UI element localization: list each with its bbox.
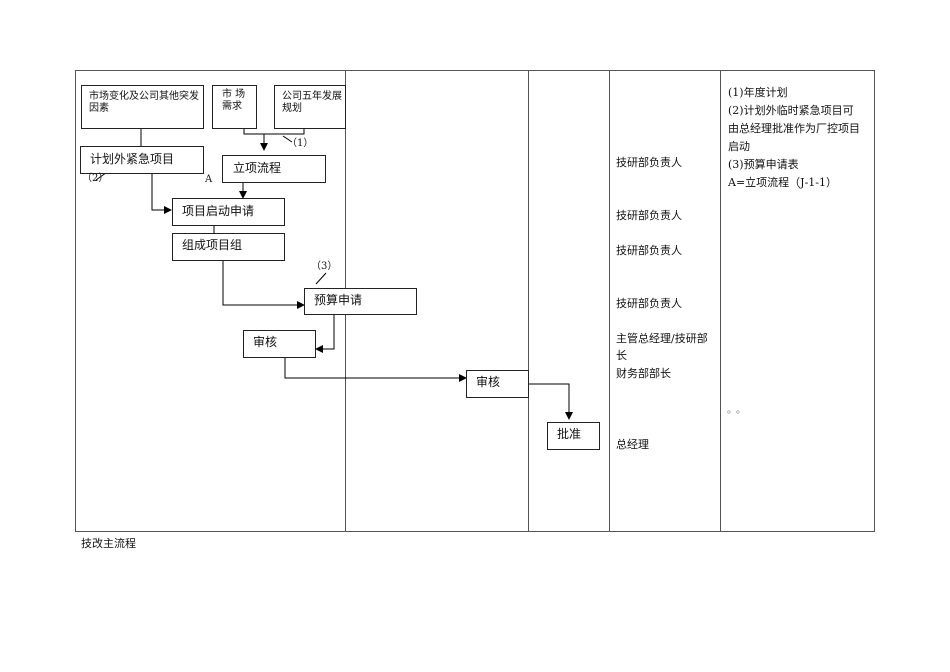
five-year-plan-box: 公司五年发展规划	[274, 85, 346, 129]
diagram-caption: 技改主流程	[81, 537, 136, 550]
review-label-2: 审核	[476, 375, 501, 389]
note-line-1: (1)年度计划	[728, 86, 788, 99]
role-5: 主管总经理/技研部长	[616, 332, 708, 362]
notes-block: (1)年度计划 (2)计划外临时紧急项目可 由总经理批准作为厂控项目 启动 (3…	[728, 84, 873, 192]
budget-apply-label: 预算申请	[314, 293, 363, 307]
role-4: 技研部负责人	[616, 297, 682, 310]
project-start-apply-label: 项目启动申请	[182, 204, 255, 218]
role-1: 技研部负责人	[616, 156, 682, 169]
market-demand-box: 市 场 需求	[212, 85, 257, 129]
approve-label: 批准	[557, 427, 582, 441]
marker-1: （1）	[287, 138, 314, 149]
form-project-team-label: 组成项目组	[182, 238, 243, 252]
approve-box: 批准	[547, 422, 600, 450]
note-line-2: (2)计划外临时紧急项目可	[728, 104, 854, 117]
market-change-box: 市场变化及公司其他突发因素	[81, 85, 204, 129]
budget-apply-box: 预算申请	[304, 288, 417, 315]
market-demand-label: 市 场 需求	[222, 89, 246, 112]
project-approval-label: 立项流程	[233, 161, 282, 175]
column-divider-2	[528, 70, 529, 532]
note-dots: 。。	[727, 405, 750, 416]
column-divider-3	[609, 70, 610, 532]
role-6: 财务部部长	[616, 367, 671, 380]
role-3: 技研部负责人	[616, 244, 682, 257]
column-divider-4	[720, 70, 721, 532]
project-start-apply-box: 项目启动申请	[172, 198, 285, 226]
role-7: 总经理	[616, 438, 649, 451]
review-box-1: 审核	[243, 330, 316, 358]
five-year-plan-label: 公司五年发展规划	[282, 91, 342, 114]
note-line-4: 启动	[728, 140, 750, 153]
marker-3: （3）	[311, 261, 338, 272]
project-approval-box: 立项流程	[222, 155, 326, 183]
review-box-2: 审核	[466, 370, 529, 398]
review-label-1: 审核	[253, 335, 278, 349]
note-line-5: (3)预算申请表	[728, 158, 799, 171]
unplanned-emergency-label: 计划外紧急项目	[90, 152, 175, 166]
marker-a: A	[205, 174, 213, 185]
note-line-6: A=立项流程（J-1-1）	[728, 176, 838, 189]
market-change-label: 市场变化及公司其他突发因素	[89, 91, 199, 114]
marker-2: （2）	[82, 173, 109, 184]
role-2: 技研部负责人	[616, 209, 682, 222]
unplanned-emergency-box: 计划外紧急项目	[80, 146, 204, 174]
note-line-3: 由总经理批准作为厂控项目	[728, 122, 860, 135]
form-project-team-box: 组成项目组	[172, 233, 285, 261]
flowchart-table-frame	[75, 70, 875, 532]
